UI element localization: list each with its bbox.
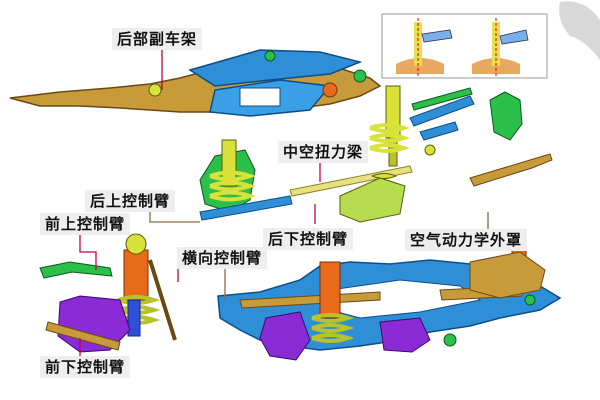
lateral-control-arm-label: 横向控制臂 [177,247,268,269]
rear-upper-control-arm-label: 后上控制臂 [85,190,176,212]
full-frame-drawing [217,243,562,361]
hollow-torsion-beam-label: 中空扭力梁 [278,141,369,163]
front-upper-control-arm-label: 前上控制臂 [40,213,131,235]
front-suspension-drawing [39,233,177,353]
rear-lower-control-arm-label: 后下控制臂 [263,228,354,250]
inset-diagram [381,13,548,79]
rear-subframe-label: 后部副车架 [112,28,203,50]
front-lower-control-arm-label: 前下控制臂 [40,356,131,378]
rear-subframe-drawing [9,49,382,117]
corner-decoration [559,1,600,60]
aero-cover-label: 空气动力学外罩 [405,229,528,251]
rear-suspension-drawing [199,85,553,223]
